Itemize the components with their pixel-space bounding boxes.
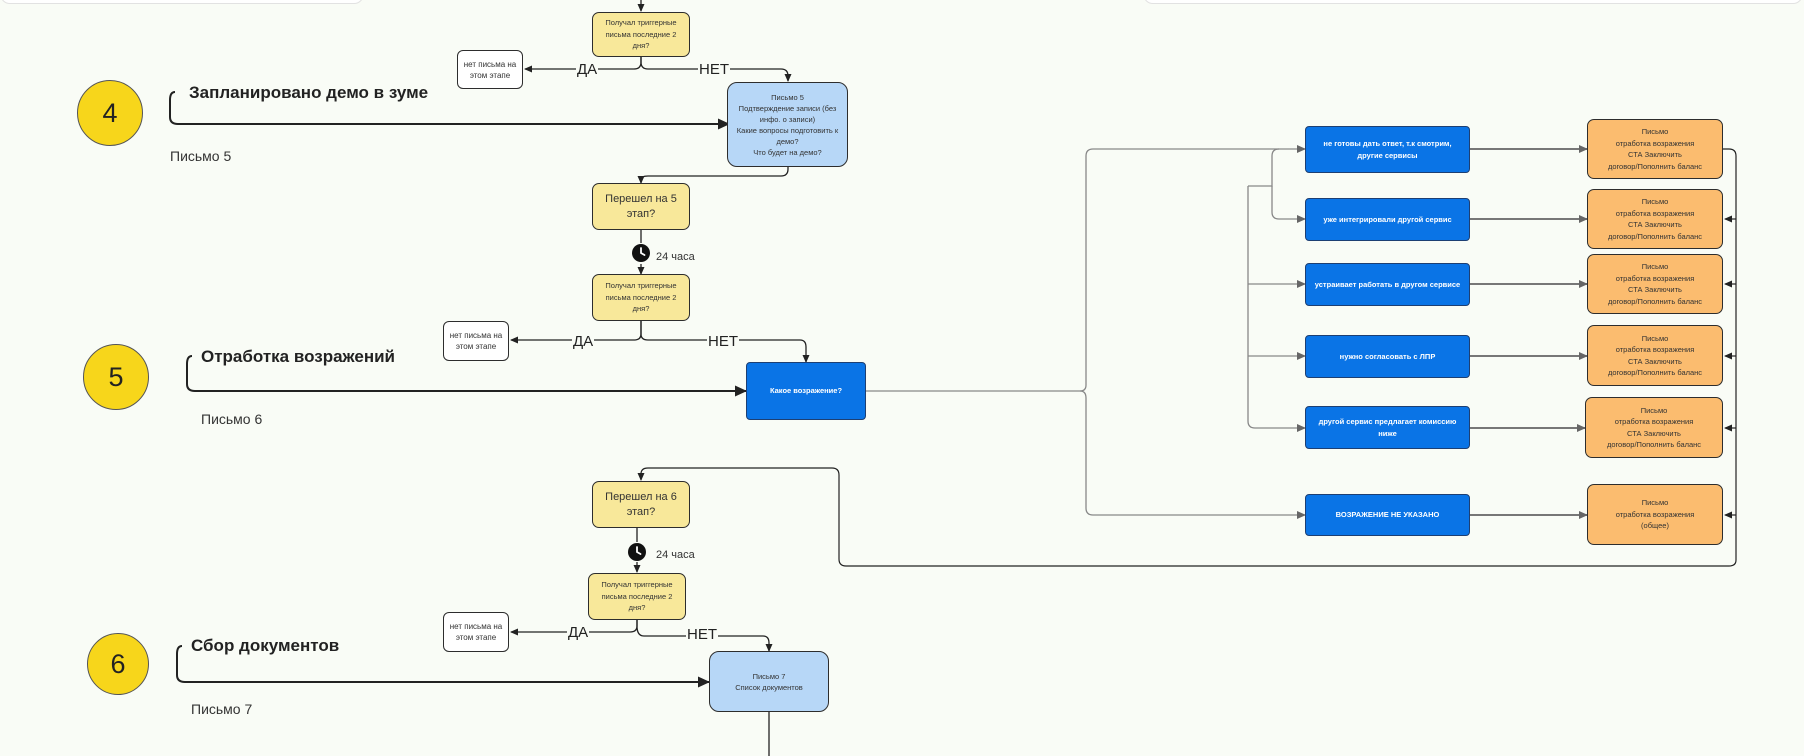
offscreen-panel-right [1143,0,1803,4]
yes-label: ДА [576,61,599,78]
stage-number-5: 5 [83,344,149,410]
no-label: НЕТ [698,61,730,78]
no-letter-node[interactable]: нет письма на этом этапе [443,612,509,652]
objection-node[interactable]: устраивает работать в другом сервисе [1305,263,1470,306]
objection-node[interactable]: ВОЗРАЖЕНИЕ НЕ УКАЗАНО [1305,494,1470,536]
clock-icon [632,244,650,262]
stage-letter-5: Письмо 6 [201,411,263,427]
trigger-check-node[interactable]: Получал триггерные письма последние 2 дн… [592,274,690,321]
trigger-check-node[interactable]: Получал триггерные письма последние 2 дн… [592,12,690,57]
letter-5-node[interactable]: Письмо 5 Подтверждение записи (без инфо.… [727,82,848,167]
yes-label: ДА [572,333,595,350]
response-letter-node[interactable]: Письмо отработка возражения СТА Заключит… [1587,119,1723,179]
response-letter-node[interactable]: Письмо отработка возражения (общее) [1587,484,1723,545]
clock-icon [628,543,646,561]
objection-node[interactable]: нужно согласовать с ЛПР [1305,335,1470,378]
trigger-check-node[interactable]: Получал триггерные письма последние 2 дн… [588,573,686,620]
no-letter-node[interactable]: нет письма на этом этапе [443,321,509,361]
yes-label: ДА [567,624,590,641]
stage-letter-4: Письмо 5 [170,148,232,164]
delay-label: 24 часа [656,549,695,561]
offscreen-panel-left [0,0,364,4]
moved-stage-5-node[interactable]: Перешел на 5 этап? [592,183,690,230]
stage-number-6: 6 [87,633,149,695]
response-letter-node[interactable]: Письмо отработка возражения СТА Заключит… [1587,325,1723,386]
response-letter-node[interactable]: Письмо отработка возражения СТА Заключит… [1585,397,1723,458]
objection-node[interactable]: не готовы дать ответ, т.к смотрим, други… [1305,126,1470,173]
stage-title-5: Отработка возражений [201,347,395,366]
objection-node[interactable]: уже интегрировали другой сервис [1305,198,1470,241]
letter-7-node[interactable]: Письмо 7 Список документов [709,651,829,712]
objection-node[interactable]: другой сервис предлагает комиссию ниже [1305,406,1470,449]
stage-letter-6: Письмо 7 [191,701,253,717]
response-letter-node[interactable]: Письмо отработка возражения СТА Заключит… [1587,254,1723,314]
stage-title-6: Сбор документов [191,636,340,655]
objection-question-node[interactable]: Какое возражение? [746,362,866,420]
moved-stage-6-node[interactable]: Перешел на 6 этап? [592,481,690,528]
no-label: НЕТ [686,626,718,643]
response-letter-node[interactable]: Письмо отработка возражения СТА Заключит… [1587,189,1723,249]
delay-label: 24 часа [656,251,695,263]
stage-number-4: 4 [77,80,143,146]
no-label: НЕТ [707,333,739,350]
stage-title-4: Запланировано демо в зуме [189,83,429,102]
no-letter-node[interactable]: нет письма на этом этапе [457,50,523,89]
